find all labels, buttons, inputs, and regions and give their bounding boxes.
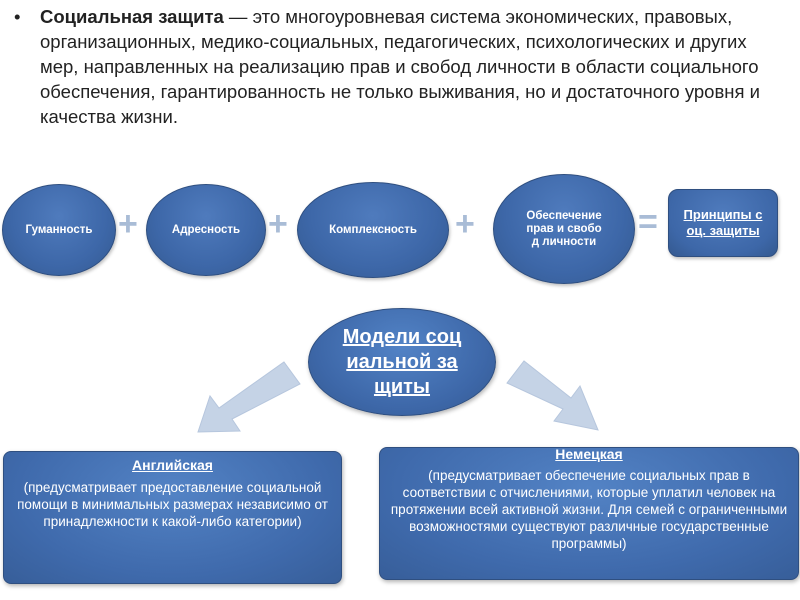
arrow-right bbox=[506, 360, 599, 431]
model-german-title: Немецкая bbox=[555, 447, 623, 462]
definition-body: — это многоуровневая система экономическ… bbox=[40, 6, 760, 127]
plus-sign-3: + bbox=[455, 205, 475, 243]
arrow-left bbox=[197, 361, 301, 433]
principle-complexity-label: Комплексность bbox=[329, 223, 417, 236]
plus-sign-2: + bbox=[268, 205, 288, 243]
model-english-title: Английская bbox=[132, 457, 213, 473]
principle-rights: Обеспечение прав и свобод личности bbox=[493, 174, 635, 284]
plus-sign-1: + bbox=[118, 205, 138, 243]
principles-link[interactable]: Принципы соц. защиты bbox=[668, 189, 778, 257]
models-center-node[interactable]: Модели социальной защиты bbox=[308, 308, 496, 416]
bullet: • bbox=[14, 6, 21, 27]
principle-targeting: Адресность bbox=[146, 184, 266, 276]
principle-targeting-label: Адресность bbox=[171, 223, 241, 236]
definition-term: Социальная защита bbox=[40, 6, 224, 27]
model-german: Немецкая (предусматривает обеспечение со… bbox=[379, 447, 799, 580]
principles-link-label: Принципы соц. защиты bbox=[683, 207, 763, 238]
principle-humanity: Гуманность bbox=[2, 184, 116, 276]
principle-humanity-label: Гуманность bbox=[25, 223, 93, 236]
definition-paragraph: • Социальная защита — это многоуровневая… bbox=[14, 4, 784, 129]
model-english: Английская (предусматривает предоставлен… bbox=[3, 451, 342, 584]
models-center-label: Модели социальной защиты bbox=[342, 325, 462, 398]
principle-rights-label: Обеспечение прав и свобод личности bbox=[526, 209, 602, 248]
model-english-description: (предусматривает предоставление социальн… bbox=[17, 480, 328, 529]
principle-complexity: Комплексность bbox=[297, 182, 449, 278]
equals-sign: = bbox=[638, 203, 658, 241]
definition-text: Социальная защита — это многоуровневая с… bbox=[40, 4, 784, 129]
model-german-description: (предусматривает обеспечение социальных … bbox=[390, 468, 788, 551]
